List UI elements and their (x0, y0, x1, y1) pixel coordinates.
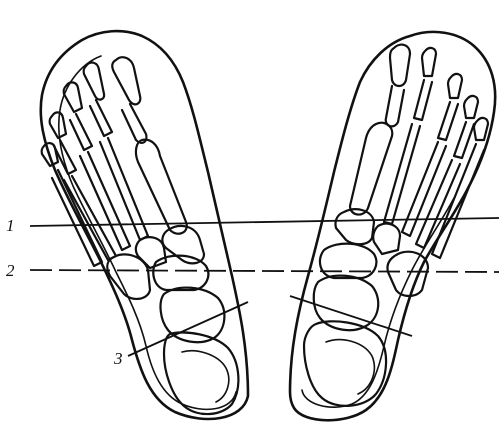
right-navicular (320, 244, 376, 278)
right-metatarsal-2 (384, 124, 420, 224)
reference-line-2 (30, 270, 499, 272)
reference-line-1 (30, 218, 499, 226)
right-toe-3-phalanx (438, 102, 458, 140)
left-toe-4 (50, 112, 66, 138)
line-1-label: 1 (6, 216, 15, 235)
left-metatarsal-1 (136, 140, 187, 234)
line-2-label: 2 (6, 261, 15, 280)
left-toe-2-phalanx (90, 100, 112, 136)
left-navicular (153, 256, 208, 290)
left-toe-2 (84, 63, 104, 100)
right-toe-4-phalanx (454, 122, 474, 158)
right-cuneiform-intermediate (373, 224, 400, 254)
right-toe-2 (422, 48, 436, 76)
line-3-label: 3 (113, 349, 123, 368)
left-toe-3-phalanx (70, 114, 92, 150)
left-toe-3 (64, 82, 82, 112)
left-toe-1 (112, 57, 140, 104)
left-toe-1-phalanx (122, 104, 146, 143)
left-calcaneus-inner (182, 351, 229, 402)
right-cuboid (387, 252, 428, 296)
right-toe-1-phalanx (386, 86, 404, 126)
right-toe-2-phalanx (414, 80, 432, 120)
right-toe-1 (390, 45, 410, 86)
right-calcaneus-inner (326, 340, 374, 394)
left-cuneiform-intermediate (136, 237, 166, 268)
right-toe-3 (448, 74, 462, 98)
right-toe-4 (464, 96, 478, 118)
reference-line-3-left (128, 302, 248, 356)
right-metatarsal-1 (350, 123, 392, 215)
right-foot (290, 32, 495, 420)
right-toe-5 (474, 118, 488, 140)
